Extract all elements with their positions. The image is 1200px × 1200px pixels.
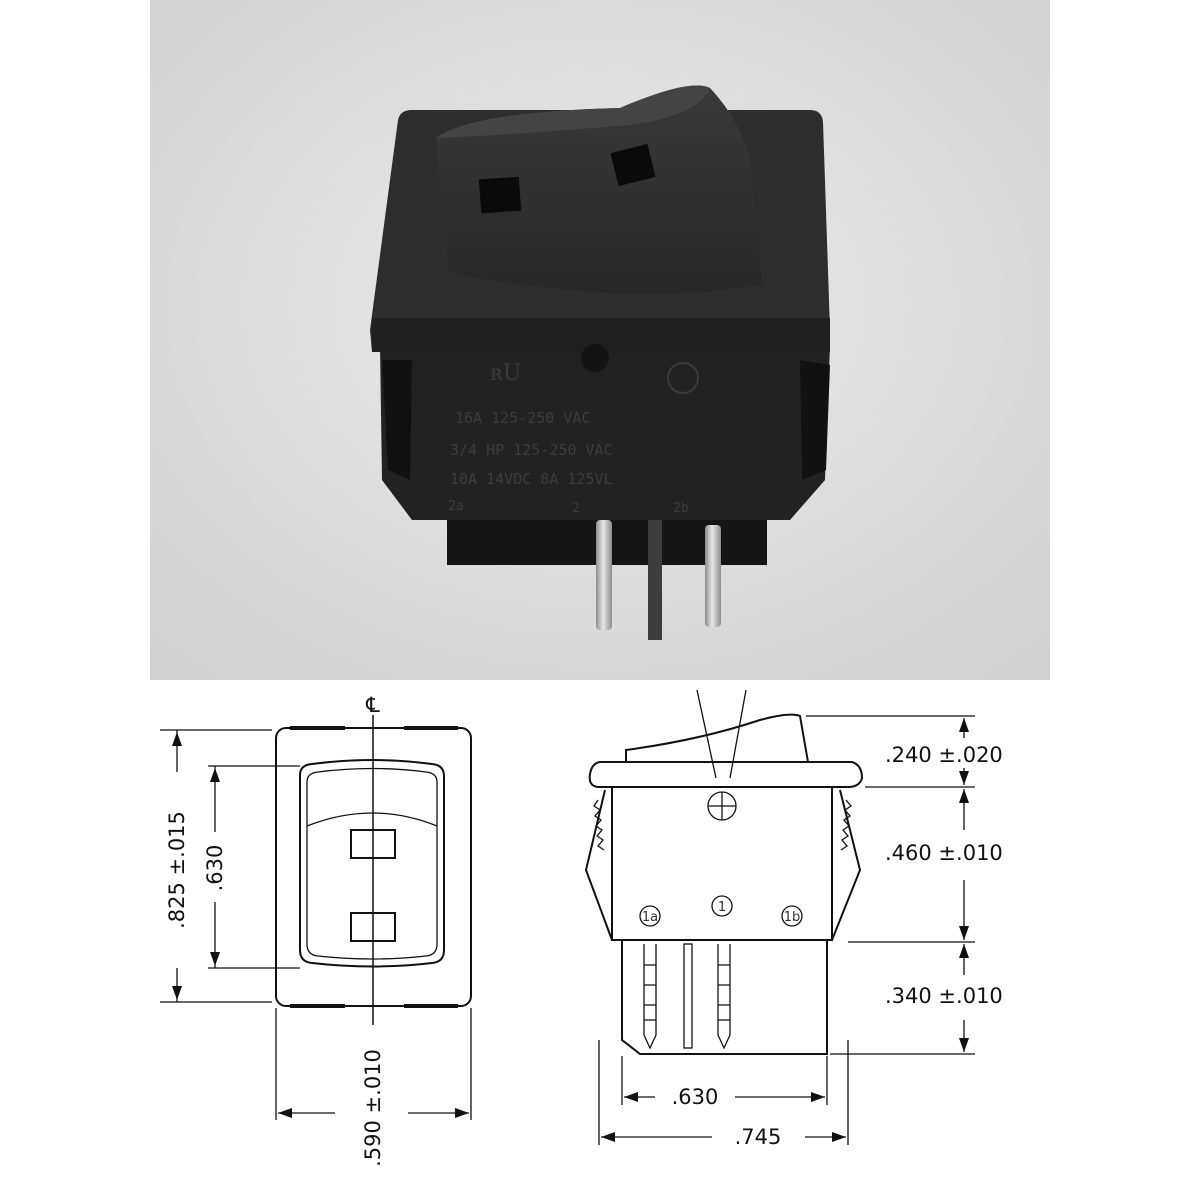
rocker-actuator — [436, 85, 762, 294]
dim-pin-spacing: .630 — [672, 1085, 719, 1109]
clip-right — [831, 789, 862, 941]
side-bezel-flange — [588, 761, 864, 788]
terminal-label-2b: 2b — [673, 501, 689, 516]
side-view: 1a 1 1b .240 ±.020 .460 ±.010 — [584, 689, 1003, 1149]
centerline-symbol: ℄ — [365, 693, 380, 717]
side-housing — [611, 787, 833, 941]
latch-right — [800, 360, 830, 480]
side-rocker-top — [625, 713, 809, 763]
front-rocker-outline — [299, 759, 445, 968]
rocker-window-right — [610, 143, 656, 187]
dim-height-actuator: .630 — [203, 845, 227, 892]
side-pin-center — [683, 943, 693, 1049]
side-pin-1 — [717, 944, 731, 1050]
pin-left — [596, 520, 612, 630]
pin-center — [648, 515, 662, 640]
front-rocker-break-line — [306, 812, 438, 827]
dim-pin-length: .340 ±.010 — [885, 984, 1003, 1008]
dim-overall-width: .745 — [735, 1125, 782, 1149]
terminal-mark-1b: 1b — [784, 910, 801, 925]
ul-logo: ʀU — [490, 361, 521, 386]
switch-photo: ʀU 16A 125-250 VAC 3/4 HP 125-250 VAC 10… — [370, 85, 830, 640]
terminal-label-2: 2 — [572, 501, 580, 516]
clip-left — [584, 789, 613, 941]
terminal-label-2a: 2a — [448, 499, 464, 514]
terminal-mark-1: 1 — [718, 900, 726, 915]
side-lower-housing — [621, 940, 828, 1055]
dim-body-height: .460 ±.010 — [885, 841, 1003, 865]
csa-logo — [667, 362, 699, 394]
latch-left — [382, 360, 412, 480]
dim-width-overall: .590 ±.010 — [361, 1049, 385, 1167]
dim-height-overall: .825 ±.015 — [165, 811, 189, 929]
mold-dimple — [581, 344, 609, 372]
side-pin-1a — [643, 944, 657, 1050]
rocker-window-left — [478, 176, 522, 214]
front-view: ℄ .825 ±.015 .630 .590 ±.010 — [160, 693, 472, 1167]
product-photo: ʀU 16A 125-250 VAC 3/4 HP 125-250 VAC 10… — [150, 0, 1050, 680]
rating-line-3: 10A 14VDC 8A 125VL — [450, 470, 613, 488]
dim-actuator-height: .240 ±.020 — [885, 743, 1003, 767]
rating-line-2: 3/4 HP 125-250 VAC — [450, 441, 613, 459]
rating-line-1: 16A 125-250 VAC — [455, 409, 590, 427]
terminal-mark-1a: 1a — [642, 910, 658, 925]
pin-right — [705, 525, 721, 627]
